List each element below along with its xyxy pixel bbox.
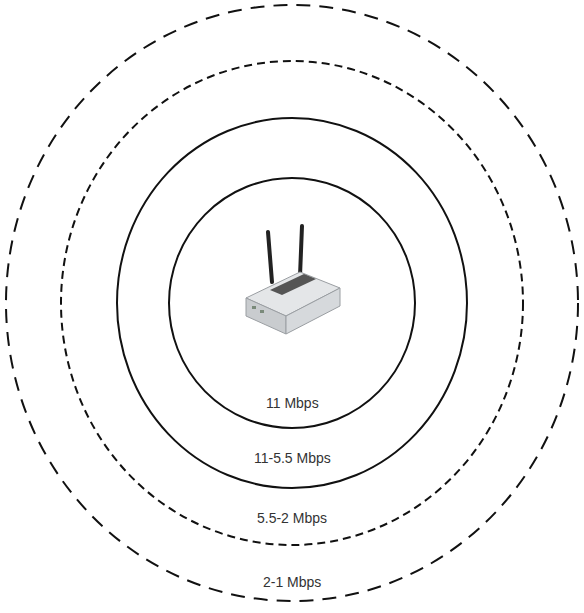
rate-label: 11-5.5 Mbps: [251, 450, 334, 466]
rate-label: 11 Mbps: [263, 395, 322, 411]
coverage-ring: 11-5.5 Mbps 11 Mbps: [116, 117, 468, 489]
rate-label: 2-1 Mbps: [260, 574, 324, 590]
coverage-ring: 5.5-2 Mbps 11-5.5 Mbps 11 Mbps: [60, 60, 524, 546]
coverage-ring: 2-1 Mbps 5.5-2 Mbps 11-5.5 Mbps 11 Mbps: [5, 4, 579, 602]
ring-outline: [168, 177, 416, 429]
coverage-ring: 11 Mbps: [168, 177, 416, 429]
rate-label: 5.5-2 Mbps: [254, 510, 330, 526]
ring-outline: [60, 60, 524, 546]
